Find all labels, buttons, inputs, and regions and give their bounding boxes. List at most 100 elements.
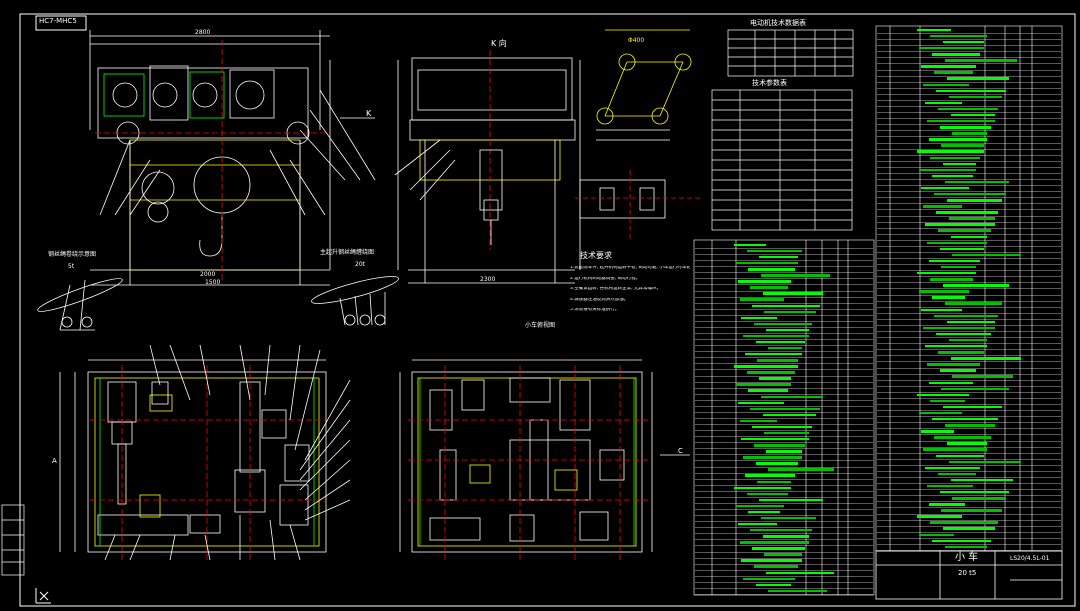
parts-list-row [877,392,1061,399]
tech-req-item: 4.减速器注油及润滑点加油。 [570,297,629,302]
parts-list-row [695,339,873,347]
parts-list-row [695,485,873,492]
parts-list-row [877,209,1061,217]
parts-list-row [695,564,873,571]
parts-list-row [877,422,1061,430]
parts-list-row [877,507,1061,515]
pulley-detail-view [596,29,692,141]
params-table [711,89,853,231]
parts-list-row [877,222,1061,229]
parts-rows-middle [695,242,873,595]
parts-list-row [877,434,1061,442]
parts-list-row [695,254,873,262]
parts-list-row [695,327,873,335]
parts-list-row [695,242,873,250]
parts-list-row [695,351,873,359]
parts-list-row [695,248,873,256]
parts-list-row [695,527,873,535]
parts-list-row [877,319,1061,326]
parts-list-row [695,570,873,577]
drawing-tab-box [35,15,87,31]
parts-list-row [877,282,1061,290]
parts-list-row [877,459,1061,466]
parts-rows-right [877,27,1061,551]
parts-list-row [877,240,1061,247]
parts-list-row [695,388,873,395]
motor-table-title: 电动机技术数据表 [750,19,806,27]
parts-list-row [877,130,1061,138]
parts-list-row [877,161,1061,168]
parts-list-row [877,343,1061,351]
title-block-code: 20 t5 [958,569,977,577]
parts-list-row [877,155,1061,162]
dim-overall-width: 2800 [195,29,211,36]
parts-list-row [877,374,1061,381]
parts-list-row [877,307,1061,314]
parts-list-row [877,252,1061,260]
parts-list-row [695,376,873,383]
wire-rope-right-title: 主起升钢丝绳缠绕图 [320,249,375,256]
parts-list-row [695,539,873,547]
parts-list-row [877,295,1061,302]
parts-list-row [877,270,1061,278]
parts-list-row [877,216,1061,223]
drawing-border [19,13,1076,607]
parts-list-row [695,321,873,328]
title-block-drawing-no: LS20/4.5L-01 [1010,555,1050,562]
params-table-title: 技术参数表 [752,79,787,87]
parts-list-row [695,430,873,438]
parts-list-row [695,503,873,511]
parts-list-row [877,51,1061,59]
parts-list-row [877,246,1061,253]
plan-view-right [399,359,690,560]
parts-list-row [877,465,1061,472]
parts-list-row [695,291,873,298]
motor-data-table [727,29,854,77]
parts-list-row [877,544,1061,551]
parts-list-row [877,514,1061,521]
tech-req-item: 5.涂装按有关标准执行。 [570,308,620,312]
parts-list-row [877,76,1061,83]
parts-list-row [695,473,873,480]
parts-list-row [877,82,1061,89]
parts-list-row [877,325,1061,333]
title-block [875,550,1063,600]
parts-list-row [877,258,1061,266]
wire-rope-diagram-right [311,276,399,326]
parts-list-row [877,532,1061,539]
tech-req-item: 1.装配前零件, 起升机构运转平稳, 制动可靠, 小车运行时车轮与轨道接触良好。 [570,266,690,270]
parts-list-row [877,203,1061,211]
parts-list-row [695,266,873,274]
parts-list-row [877,489,1061,497]
parts-list-row [877,118,1061,126]
parts-list-row [695,533,873,541]
parts-list-row [695,460,873,468]
parts-list-row [877,453,1061,460]
parts-list-row [695,545,873,553]
parts-list-row [877,501,1061,509]
dim-height: 1500 [205,279,221,286]
parts-list-row [695,260,873,268]
parts-list-row [695,406,873,413]
parts-list-row [877,143,1061,150]
parts-list-row [877,289,1061,296]
parts-list-row [877,234,1061,241]
parts-list-row [695,582,873,589]
parts-list-row [695,552,873,559]
parts-list-row [877,404,1061,412]
parts-list-row [695,521,873,529]
parts-list-row [877,520,1061,527]
plan-view-left [59,344,351,561]
arrow-k-label: K [366,109,372,118]
parts-list-row [877,100,1061,108]
parts-list-row [877,526,1061,533]
parts-list-row [877,301,1061,308]
wire-rope-right-sub: 20t [355,261,365,268]
parts-list-row [695,576,873,583]
parts-list-row [695,479,873,486]
parts-list-row [877,106,1061,114]
parts-list-row [695,491,873,498]
dim-span: 2000 [200,271,216,278]
parts-list-row [877,368,1061,375]
pulley-dim-label: Φ400 [628,37,645,44]
